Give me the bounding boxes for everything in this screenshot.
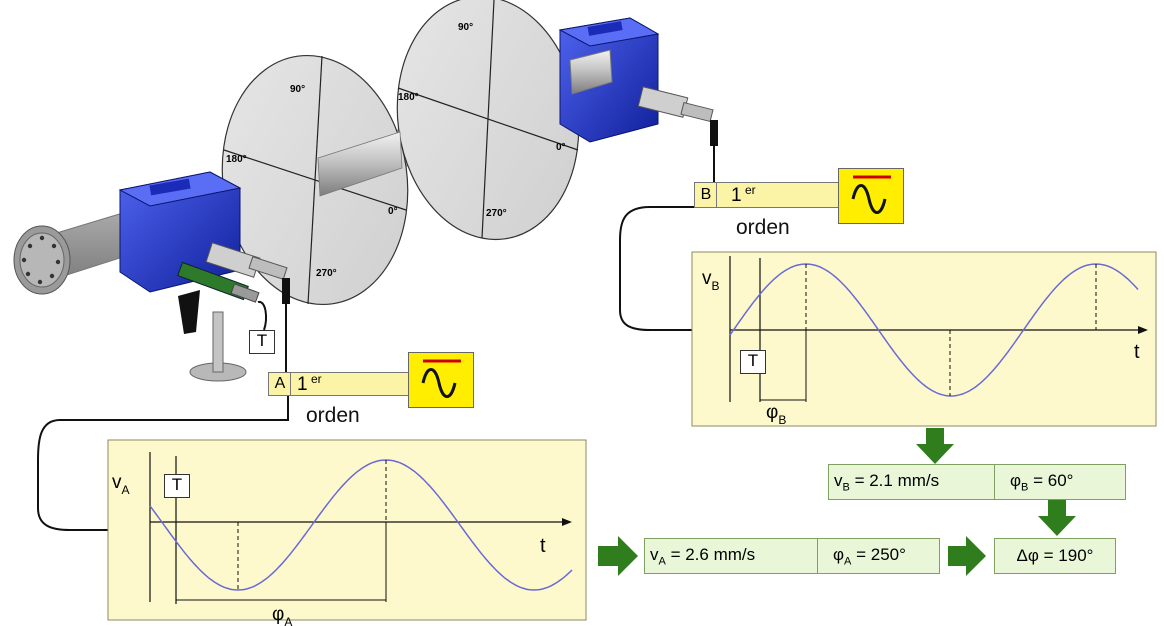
arrow-down-b — [916, 428, 954, 464]
plot-a-x-axis-label: t — [540, 535, 546, 557]
trigger-tag-plot-b: T — [740, 350, 766, 374]
arrow-right-diff — [948, 536, 986, 576]
disk2-180-label: 180° — [398, 92, 419, 103]
shaft-mid-segment — [317, 131, 403, 197]
arrow-down-diff — [1038, 500, 1076, 536]
plot-b-phase-label: φB — [766, 402, 786, 427]
tachometer-stand — [177, 261, 260, 382]
channel-b-input-label: B — [694, 182, 718, 208]
plot-a — [107, 439, 587, 621]
shaft-right-end — [569, 49, 613, 95]
plot-b — [691, 251, 1157, 427]
arrow-right-a — [598, 536, 638, 576]
trigger-tag-plot-a: T — [164, 474, 190, 498]
sensor-a — [205, 242, 290, 304]
channel-b-filter-icon — [838, 168, 904, 224]
sine-wave-icon — [421, 359, 461, 398]
channel-a-filter-box: 1 er — [290, 372, 410, 396]
plot-a-y-axis-label: vA — [112, 472, 130, 497]
channel-b-filter-sup: er — [745, 183, 756, 197]
disk1-270-label: 270° — [316, 268, 337, 279]
plot-b-x-axis-label: t — [1134, 341, 1140, 363]
balancing-disk-1 — [221, 54, 409, 306]
channel-a-input-label: A — [268, 372, 292, 396]
channel-a-filter-icon — [408, 352, 474, 408]
channel-b-filter-main: 1 — [731, 185, 742, 206]
result-phase-difference: Δφ = 190° — [994, 538, 1116, 574]
sensor-b — [637, 86, 718, 146]
channel-a-filter-word: orden — [306, 404, 360, 427]
result-b-phase: φB = 60° — [1010, 470, 1074, 494]
result-a: vA = 2.6 mm/s φA = 250° — [644, 538, 940, 574]
cable-b-to-plot — [619, 206, 716, 331]
result-b-speed: vB = 2.1 mm/s — [834, 470, 940, 494]
plot-b-y-axis-label: vB — [702, 268, 720, 293]
sine-wave-icon — [851, 175, 891, 214]
result-a-phase: φA = 250° — [833, 544, 906, 568]
cable-a-to-plot — [37, 396, 289, 531]
disk1-90-label: 90° — [290, 84, 305, 95]
disk1-180-label: 180° — [226, 154, 247, 165]
disk1-0-label: 0° — [388, 206, 398, 217]
disk2-90-label: 90° — [458, 22, 473, 33]
result-b: vB = 2.1 mm/s φB = 60° — [828, 464, 1126, 500]
trigger-tag-machine: T — [249, 330, 275, 354]
channel-a-filter-sup: er — [311, 372, 322, 386]
channel-b-filter-word: orden — [736, 216, 790, 239]
balancing-disk-2 — [396, 0, 580, 241]
plot-a-phase-label: φA — [272, 604, 292, 626]
shaft-flange-bolts — [21, 235, 61, 285]
disk2-270-label: 270° — [486, 208, 507, 219]
disk2-0-label: 0° — [556, 142, 566, 153]
cable-trigger — [257, 300, 267, 331]
channel-a-filter-main: 1 — [297, 374, 308, 395]
channel-b-filter-box: 1 er — [716, 182, 840, 208]
result-a-speed: vA = 2.6 mm/s — [650, 544, 756, 568]
